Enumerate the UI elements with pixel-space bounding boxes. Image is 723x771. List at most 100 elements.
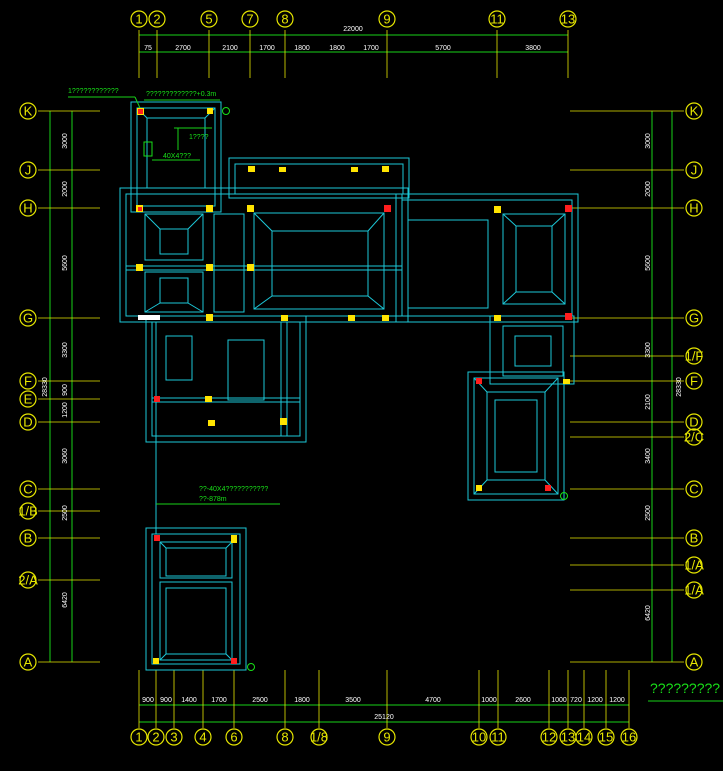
- axis-label: 2/A: [18, 573, 38, 588]
- axis-label: 11: [491, 730, 505, 745]
- axis-label: 2: [152, 730, 159, 745]
- axis-bubble: [685, 347, 703, 365]
- bottom-axis-13: 13: [559, 728, 577, 746]
- axis-label: 13: [561, 730, 575, 745]
- axis-label: 1/A: [684, 583, 704, 598]
- axis-label: J: [691, 163, 698, 178]
- axis-label: 9: [383, 730, 390, 745]
- axis-bubble: [310, 728, 328, 746]
- top-dimension: 1800: [329, 45, 345, 52]
- bottom-dimension: 1000: [551, 697, 567, 704]
- axis-label: D: [23, 415, 32, 430]
- bottom-dimension: 900: [160, 697, 172, 704]
- right-dimension: 3400: [645, 448, 652, 464]
- left-axis-2/A: 2/A: [18, 571, 38, 589]
- left-axis-J: J: [19, 161, 37, 179]
- left-axis-F: F: [19, 372, 37, 390]
- right-axis-1/A: 1/A: [684, 556, 704, 574]
- axis-label: 15: [599, 730, 613, 745]
- note-6: ??-878m: [199, 496, 227, 503]
- left-dimension: 2500: [62, 505, 69, 521]
- axis-label: E: [24, 392, 33, 407]
- right-axis-B: B: [685, 529, 703, 547]
- bottom-axis-14: 14: [575, 728, 593, 746]
- note-4: 40X4???: [163, 153, 191, 160]
- right-axis-F: F: [685, 372, 703, 390]
- axis-bubble: [685, 372, 703, 390]
- axis-bubble: [540, 728, 558, 746]
- axis-bubble: [19, 480, 37, 498]
- annotations: 1???????????? ?????????????+0.3m 1???? 4…: [68, 88, 723, 702]
- axis-bubble: [685, 556, 703, 574]
- axis-label: A: [24, 655, 33, 670]
- bottom-axis-4: 4: [194, 728, 212, 746]
- axis-label: B: [24, 531, 33, 546]
- axis-bubble: [685, 480, 703, 498]
- axis-bubble: [378, 10, 396, 28]
- axis-bubble: [685, 161, 703, 179]
- axis-label: G: [689, 311, 699, 326]
- axis-bubble: [165, 728, 183, 746]
- bottom-dimension: 900: [142, 697, 154, 704]
- right-axis-2/C: 2/C: [684, 428, 704, 446]
- axis-label: 6: [230, 730, 237, 745]
- axis-label: 2/C: [684, 430, 704, 445]
- axis-bubble: [378, 728, 396, 746]
- right-axis-1/F: 1/F: [685, 347, 703, 365]
- note-3: 1????: [189, 134, 209, 141]
- legend-text: ?????????: [650, 680, 720, 696]
- axis-bubble: [130, 728, 148, 746]
- top-axis-5: 5: [200, 10, 218, 28]
- axis-bubble: [130, 10, 148, 28]
- axis-label: H: [23, 201, 32, 216]
- bottom-axis-6: 6: [225, 728, 243, 746]
- left-axis-H: H: [19, 199, 37, 217]
- bottom-dimension: 1200: [587, 697, 603, 704]
- axis-label: K: [690, 104, 699, 119]
- bottom-dimension: 3500: [345, 697, 361, 704]
- axis-label: 1: [135, 730, 142, 745]
- left-total-dimension: 28330: [42, 377, 49, 397]
- axis-label: 7: [246, 12, 253, 27]
- axis-bubble: [685, 581, 703, 599]
- left-axis-1/B: 1/B: [18, 502, 38, 520]
- bottom-axis-1: 1: [130, 728, 148, 746]
- axis-bubble: [685, 413, 703, 431]
- left-axis-B: B: [19, 529, 37, 547]
- axis-bubble: [19, 502, 37, 520]
- bottom-axis-11: 11: [489, 728, 507, 746]
- axis-label: A: [690, 655, 699, 670]
- right-dimension: 2000: [645, 181, 652, 197]
- axis-label: 5: [205, 12, 212, 27]
- axis-bubble: [276, 10, 294, 28]
- right-dimension: 2500: [645, 505, 652, 521]
- right-axis-J: J: [685, 161, 703, 179]
- axis-bubble: [194, 728, 212, 746]
- axis-label: 14: [577, 730, 591, 745]
- axis-bubble: [19, 102, 37, 120]
- left-axis-C: C: [19, 480, 37, 498]
- axis-bubble: [685, 428, 703, 446]
- left-axis-G: G: [19, 309, 37, 327]
- bottom-axis-10: 10: [470, 728, 488, 746]
- axis-label: J: [25, 163, 32, 178]
- top-dimension: 1700: [363, 45, 379, 52]
- foundation-beams: [119, 101, 579, 671]
- top-axis-13: 13: [559, 10, 577, 28]
- axis-bubble: [620, 728, 638, 746]
- top-dimension: 2100: [222, 45, 238, 52]
- top-axis-1: 1: [130, 10, 148, 28]
- axis-bubble: [489, 728, 507, 746]
- top-axis-7: 7: [241, 10, 259, 28]
- right-dimension: 5600: [645, 255, 652, 271]
- axis-bubble: [685, 102, 703, 120]
- foundation-columns: [136, 107, 572, 671]
- bottom-axis-15: 15: [597, 728, 615, 746]
- bottom-axis-9: 9: [378, 728, 396, 746]
- left-dimension: 3300: [62, 342, 69, 358]
- right-axis-C: C: [685, 480, 703, 498]
- axis-bubble: [148, 10, 166, 28]
- bottom-dimension: 1800: [294, 697, 310, 704]
